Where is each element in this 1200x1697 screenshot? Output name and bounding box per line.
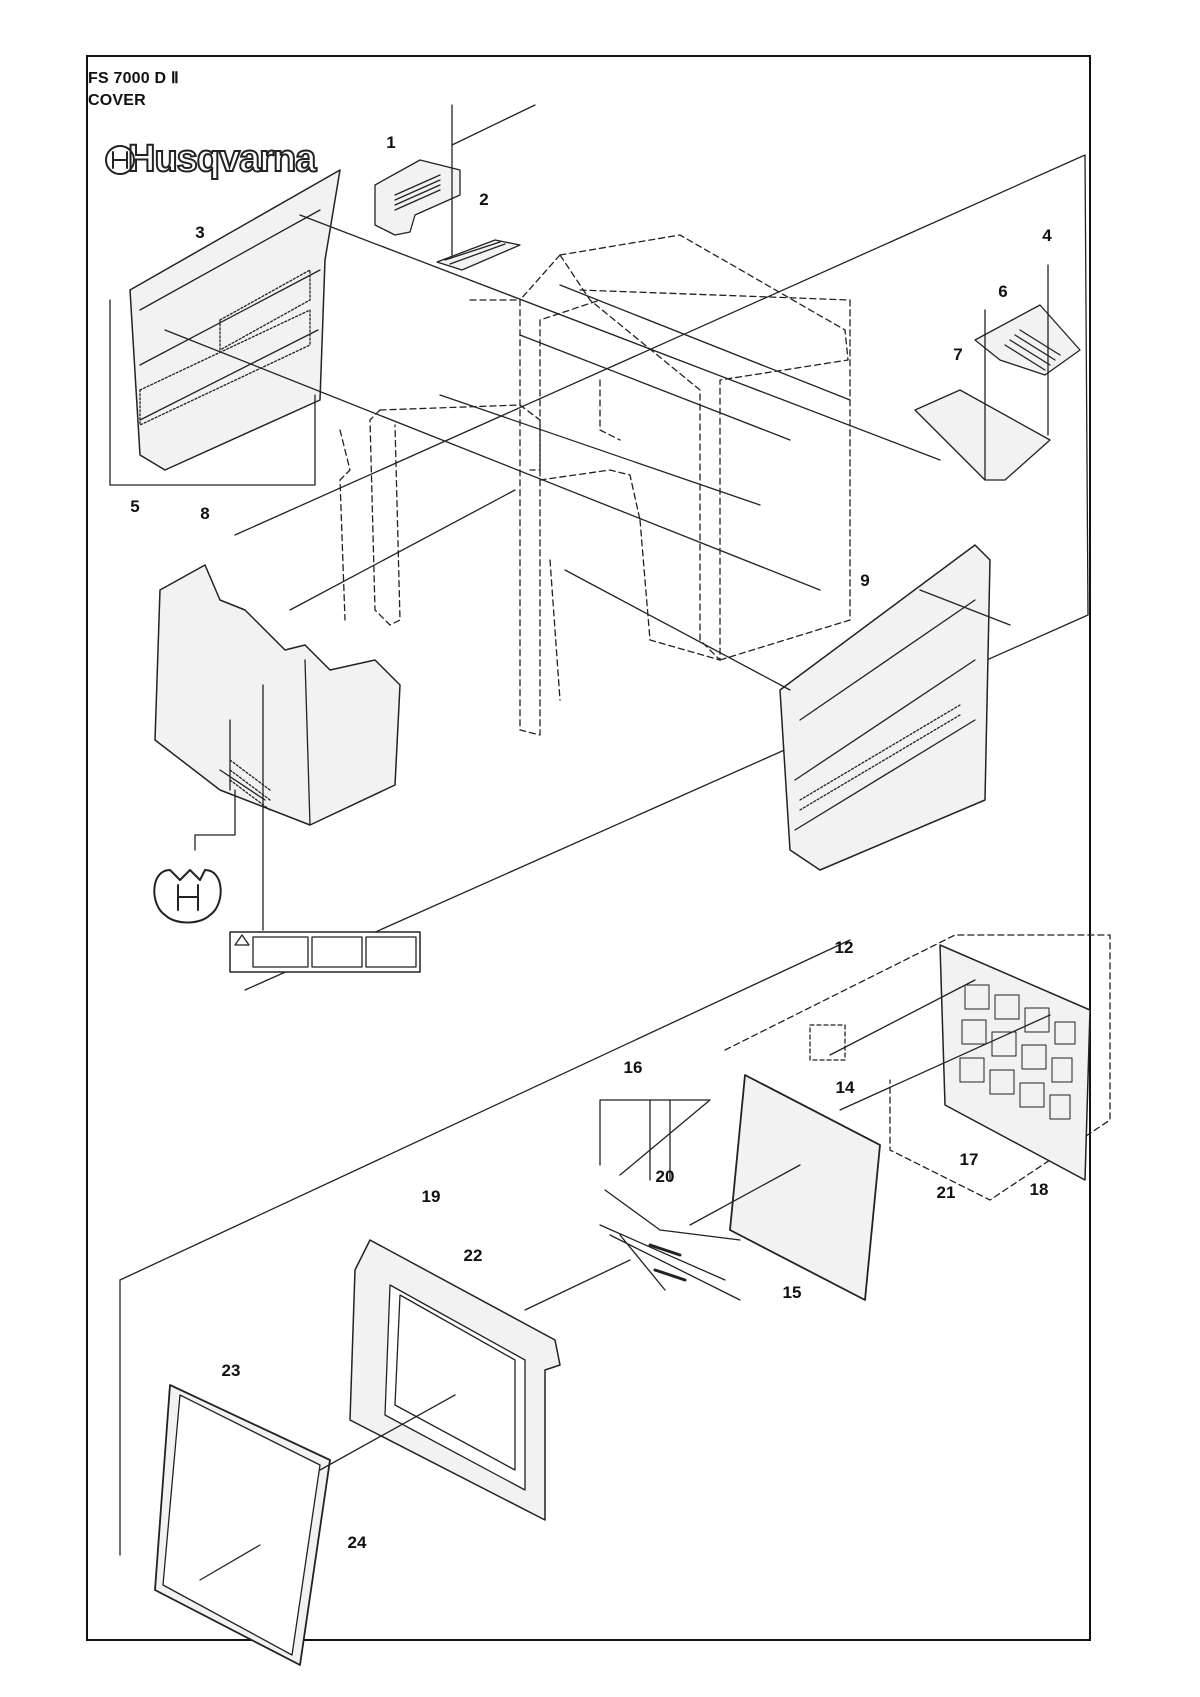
part-16-20-fasteners <box>524 1099 741 1311</box>
part-12-grille-assembly <box>724 934 1111 1201</box>
part-7-bracket <box>914 264 1051 481</box>
callout-19: 19 <box>421 1187 441 1206</box>
callout-9: 9 <box>860 571 870 590</box>
callout-20: 20 <box>655 1167 675 1186</box>
callout-24: 24 <box>347 1533 367 1552</box>
husqvarna-logo-text: Husqvarna <box>127 137 317 181</box>
model-title: FS 7000 D Ⅱ <box>88 70 180 87</box>
part-1-cover <box>374 159 461 236</box>
lower-plane-line <box>119 939 851 1281</box>
part-15-glass-panel <box>689 1074 881 1301</box>
part-2-plate <box>436 104 536 271</box>
callout-17: 17 <box>959 1150 979 1169</box>
husqvarna-emblem-icon <box>153 869 222 924</box>
part-6-grille-plate <box>974 304 1081 376</box>
callout-23: 23 <box>221 1361 241 1380</box>
machine-frame-dashed <box>339 234 851 736</box>
callout-2: 2 <box>479 190 489 209</box>
drawing-frame <box>86 55 1091 1641</box>
callout-14: 14 <box>835 1078 855 1097</box>
callout-4: 4 <box>1042 226 1052 245</box>
callout-16: 16 <box>623 1058 643 1077</box>
husqvarna-logo-mark-icon <box>105 145 135 175</box>
upper-plane-outline <box>234 154 1089 991</box>
callout-21: 21 <box>936 1183 956 1202</box>
callout-3: 3 <box>195 223 205 242</box>
callout-15: 15 <box>782 1283 802 1302</box>
callout-1: 1 <box>386 133 396 152</box>
section-title: COVER <box>88 92 146 109</box>
part-23-24-window-frame <box>154 1384 456 1666</box>
warning-decal <box>229 931 421 973</box>
part-3-side-panel-left <box>109 169 341 486</box>
callout-6: 6 <box>998 282 1008 301</box>
part-22-frame-plate <box>349 1239 561 1521</box>
assembly-axis-lines-upper <box>164 214 1011 691</box>
part-9-side-panel-right <box>779 544 991 871</box>
callout-12: 12 <box>834 938 854 957</box>
part-8-front-cover <box>154 564 401 931</box>
callout-22: 22 <box>463 1246 483 1265</box>
callout-7: 7 <box>953 345 963 364</box>
callout-18: 18 <box>1029 1180 1049 1199</box>
callout-5: 5 <box>130 497 140 516</box>
callout-8: 8 <box>200 504 210 523</box>
